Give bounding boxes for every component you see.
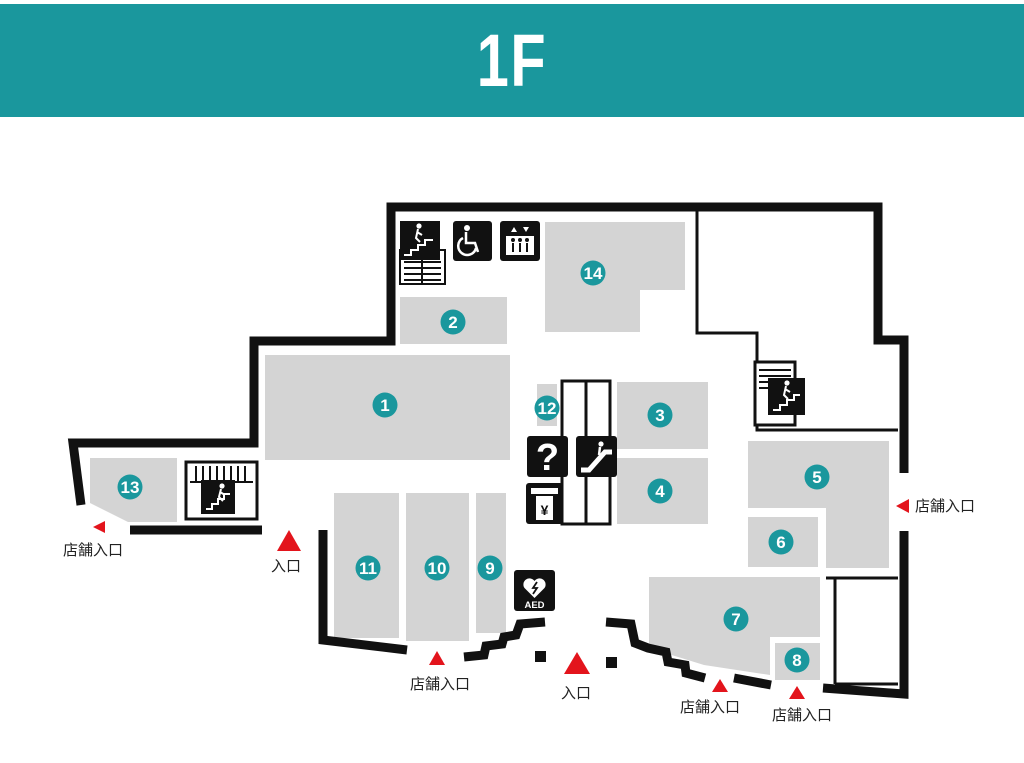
svg-text:4: 4 — [655, 482, 665, 501]
shop-number-badge-11: 11 — [355, 555, 381, 581]
main-entrance-arrow-left — [277, 530, 301, 551]
svg-text:¥: ¥ — [541, 502, 549, 518]
shop-number-badge-2: 2 — [440, 309, 466, 335]
store-entrance-label-bottom-far-right: 店舗入口 — [772, 706, 832, 724]
store-entrance-label-bottom-left: 店舗入口 — [410, 675, 470, 693]
shop-5[interactable] — [748, 441, 889, 568]
svg-text:2: 2 — [448, 313, 457, 332]
store-entrance-label-bottom-right: 店舗入口 — [680, 698, 740, 716]
main-entrance-label-bottom: 入口 — [561, 684, 591, 702]
entrances: 店舗入口 入口 店舗入口 入口 店舗入口 店舗入口 店舗入口 — [63, 497, 975, 724]
shop-number-badge-6: 6 — [768, 529, 794, 555]
svg-text:6: 6 — [776, 533, 785, 552]
shop-number-badge-9: 9 — [477, 555, 503, 581]
floor-banner: 1F — [0, 4, 1024, 117]
svg-text:?: ? — [536, 437, 559, 479]
svg-text:1: 1 — [380, 396, 389, 415]
main-entrance-label-left: 入口 — [271, 557, 301, 575]
shop-number-badge-8: 8 — [784, 647, 810, 673]
store-entrance-arrow-right — [896, 499, 909, 513]
shop-number-badge-13: 13 — [117, 474, 143, 500]
floor-title: 1F — [476, 19, 548, 102]
shop-number-badge-10: 10 — [424, 555, 450, 581]
store-entrance-arrow-bottom-far-right — [789, 686, 805, 699]
stairs-left — [184, 460, 259, 521]
svg-text:AED: AED — [524, 600, 544, 611]
atm-icon: ¥ — [526, 483, 563, 524]
store-entrance-arrow-bottom-right — [712, 679, 728, 692]
svg-text:13: 13 — [121, 478, 140, 497]
svg-text:12: 12 — [538, 399, 557, 418]
svg-text:8: 8 — [792, 651, 801, 670]
svg-text:5: 5 — [812, 468, 821, 487]
elevator-icon — [500, 221, 540, 261]
escalator-icon — [576, 436, 617, 477]
store-entrance-label-left: 店舗入口 — [63, 541, 123, 559]
svg-text:7: 7 — [731, 610, 740, 629]
store-entrance-label-right: 店舗入口 — [915, 497, 975, 515]
store-entrance-arrow-left — [93, 521, 105, 533]
main-entrance-arrow-bottom — [564, 652, 590, 674]
shop-areas — [90, 222, 889, 680]
shop-number-badge-14: 14 — [580, 260, 606, 286]
shop-number-badge-3: 3 — [647, 402, 673, 428]
store-entrance-arrow-bottom-left — [429, 651, 445, 665]
svg-text:11: 11 — [359, 559, 377, 578]
accessible-toilet-icon — [453, 221, 492, 261]
svg-text:3: 3 — [655, 406, 664, 425]
svg-text:14: 14 — [584, 264, 603, 283]
building-walls — [67, 202, 909, 699]
stairs-top — [399, 221, 446, 285]
shop-number-badge-5: 5 — [804, 464, 830, 490]
shop-14[interactable] — [545, 222, 685, 332]
aed-icon: AED — [514, 570, 555, 611]
information-icon: ? — [527, 436, 568, 479]
shop-number-badge-1: 1 — [372, 392, 398, 418]
shop-number-badge-7: 7 — [723, 606, 749, 632]
shop-number-badge-12: 12 — [534, 395, 560, 421]
svg-text:9: 9 — [485, 559, 494, 578]
stairs-right — [753, 360, 805, 427]
shop-number-badge-4: 4 — [647, 478, 673, 504]
svg-text:10: 10 — [428, 559, 447, 578]
